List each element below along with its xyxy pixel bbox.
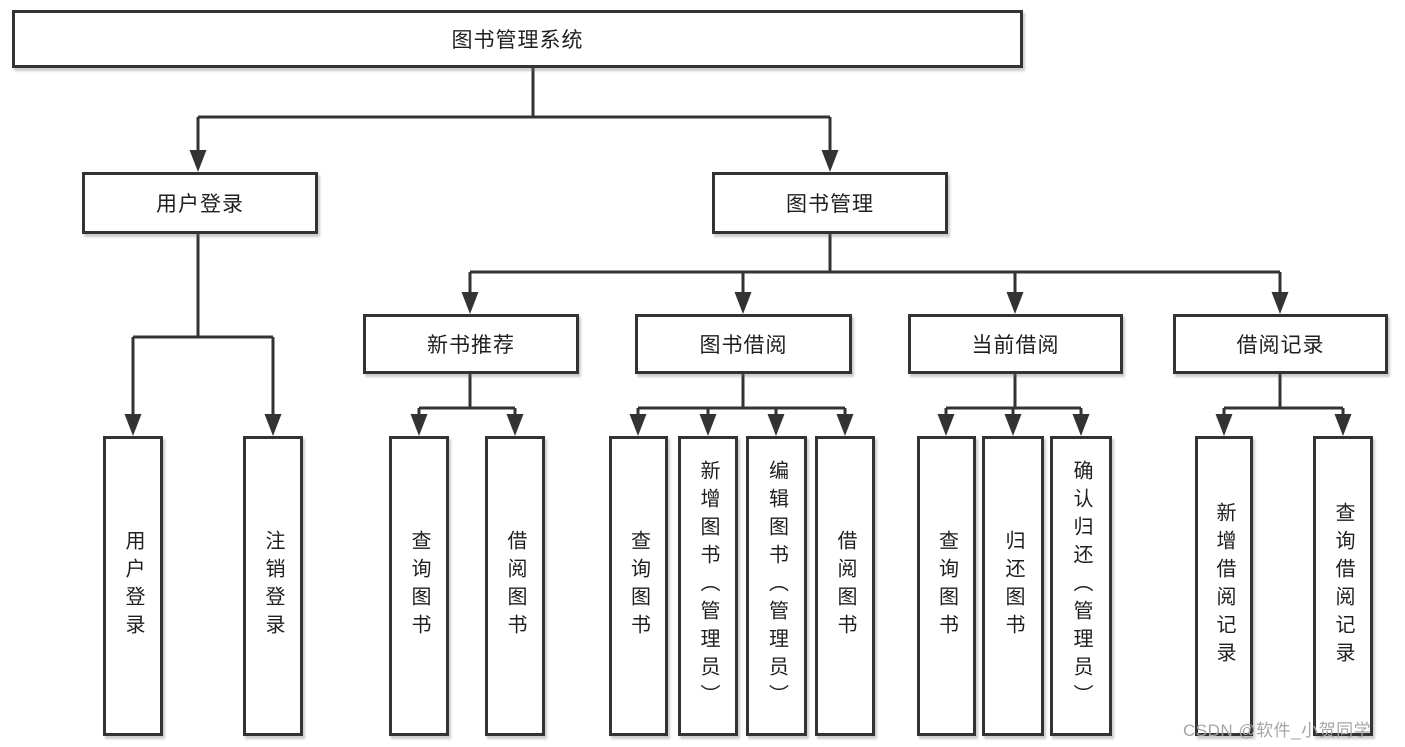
node-borrow-record: 借阅记录 xyxy=(1173,314,1388,374)
leaf-add-borrow-record: 新增借阅记录 xyxy=(1195,436,1253,736)
arrowhead xyxy=(629,414,647,436)
node-book-borrow: 图书借阅 xyxy=(635,314,852,374)
leaf-label: 查询图书 xyxy=(935,530,958,642)
arrowhead xyxy=(767,414,785,436)
leaf-label: 新增图书（管理员） xyxy=(697,460,719,712)
leaf-logout: 注销登录 xyxy=(243,436,303,736)
leaf-query-books-recommend: 查询图书 xyxy=(389,436,449,736)
node-root-system: 图书管理系统 xyxy=(12,10,1023,68)
arrowhead xyxy=(699,414,717,436)
arrowhead xyxy=(264,414,282,436)
leaf-label: 注销登录 xyxy=(262,530,284,642)
arrowhead xyxy=(410,414,428,436)
leaf-label: 借阅图书 xyxy=(834,530,856,642)
leaf-label: 用户登录 xyxy=(122,530,144,642)
leaf-label: 归还图书 xyxy=(1002,530,1024,642)
leaf-confirm-return-admin: 确认归还（管理员） xyxy=(1050,436,1112,736)
csdn-watermark: CSDN @软件_小贺同学 xyxy=(1183,721,1372,740)
leaf-label: 确认归还（管理员） xyxy=(1070,460,1092,712)
arrowhead xyxy=(1004,414,1022,436)
arrowhead xyxy=(1271,292,1289,314)
leaf-query-borrow-record: 查询借阅记录 xyxy=(1313,436,1373,736)
leaf-label: 查询图书 xyxy=(408,530,430,642)
arrowhead xyxy=(461,292,479,314)
leaf-borrow-books-recommend: 借阅图书 xyxy=(485,436,545,736)
arrowheads-group xyxy=(124,150,1352,436)
leaf-query-books-current: 查询图书 xyxy=(917,436,976,736)
node-user-login: 用户登录 xyxy=(82,172,318,234)
leaf-label: 查询图书 xyxy=(627,530,650,642)
arrowhead xyxy=(1334,414,1352,436)
leaf-query-books-borrow: 查询图书 xyxy=(609,436,668,736)
leaf-return-book: 归还图书 xyxy=(982,436,1044,736)
arrowhead xyxy=(1072,414,1090,436)
leaf-user-login: 用户登录 xyxy=(103,436,163,736)
arrowhead xyxy=(821,150,839,172)
leaf-label: 编辑图书（管理员） xyxy=(765,460,788,712)
arrowhead xyxy=(506,414,524,436)
arrowhead xyxy=(937,414,955,436)
arrowhead xyxy=(836,414,854,436)
leaf-borrow-book: 借阅图书 xyxy=(815,436,875,736)
arrowhead xyxy=(189,150,207,172)
leaf-edit-book-admin: 编辑图书（管理员） xyxy=(746,436,807,736)
arrowhead xyxy=(1215,414,1233,436)
leaf-label: 借阅图书 xyxy=(504,530,526,642)
node-book-management: 图书管理 xyxy=(712,172,948,234)
node-new-book-recommend: 新书推荐 xyxy=(363,314,579,374)
leaf-label: 查询借阅记录 xyxy=(1332,502,1354,670)
leaf-label: 新增借阅记录 xyxy=(1213,502,1235,670)
arrowhead xyxy=(1006,292,1024,314)
node-current-borrow: 当前借阅 xyxy=(908,314,1123,374)
connector-lines xyxy=(131,68,1345,418)
arrowhead xyxy=(734,292,752,314)
leaf-add-book-admin: 新增图书（管理员） xyxy=(678,436,738,736)
arrowhead xyxy=(124,414,142,436)
